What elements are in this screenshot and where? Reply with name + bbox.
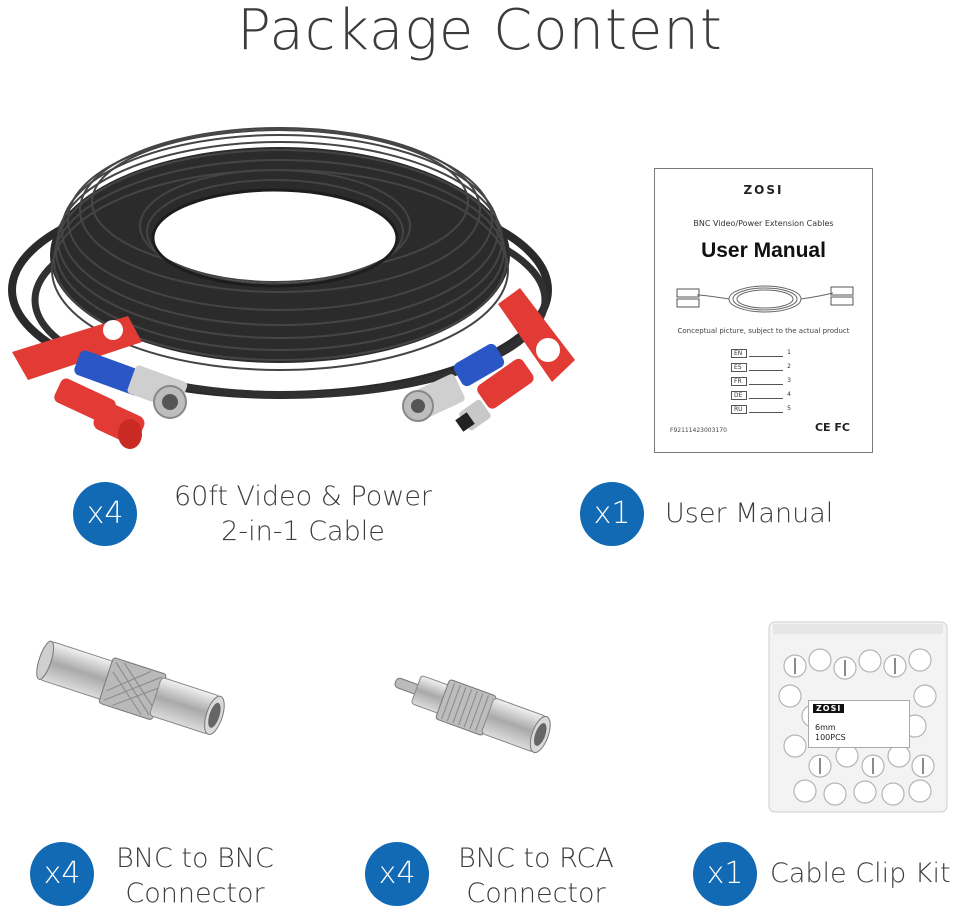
clip-bag-label: ZOSI 6mm 100PCS bbox=[808, 700, 910, 748]
clip-bag-count: 100PCS bbox=[815, 733, 846, 742]
manual-subtitle: BNC Video/Power Extension Cables bbox=[693, 219, 834, 228]
manual-cert-marks: CE FC bbox=[814, 421, 850, 434]
bnc-to-bnc-image bbox=[36, 640, 225, 735]
user-manual-image: ZOSI BNC Video/Power Extension Cables Us… bbox=[654, 168, 873, 453]
clip-bag-size: 6mm bbox=[815, 723, 836, 732]
bnc-to-rca-image bbox=[394, 675, 551, 754]
item-label-clip-kit: Cable Clip Kit bbox=[770, 858, 951, 889]
item-label-bnc-bnc: BNC to BNC Connector bbox=[116, 843, 274, 909]
item-label-cable: 60ft Video & Power 2-in-1 Cable bbox=[173, 481, 433, 547]
qty-badge: x4 bbox=[365, 842, 429, 906]
item-label-manual: User Manual bbox=[665, 498, 834, 529]
manual-caption: Conceptual picture, subject to the actua… bbox=[677, 327, 850, 335]
manual-cable-drawing bbox=[676, 285, 854, 313]
page-title: Package Content bbox=[237, 0, 723, 63]
clip-bag-brand: ZOSI bbox=[813, 704, 845, 713]
qty-badge: x1 bbox=[693, 842, 757, 906]
manual-title: User Manual bbox=[701, 239, 826, 262]
manual-brand: ZOSI bbox=[743, 183, 784, 197]
qty-badge: x4 bbox=[73, 482, 137, 546]
manual-serial: F92111423003170 bbox=[670, 427, 727, 434]
qty-badge: x1 bbox=[580, 482, 644, 546]
cable-coil-image bbox=[8, 127, 575, 449]
qty-badge: x4 bbox=[30, 842, 94, 906]
item-label-bnc-rca: BNC to RCA Connector bbox=[458, 843, 614, 909]
